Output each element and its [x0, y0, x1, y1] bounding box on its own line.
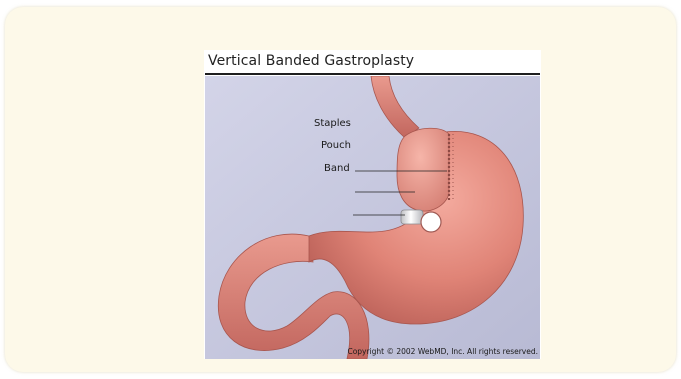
stomach-illustration	[205, 76, 540, 359]
diagram-title: Vertical Banded Gastroplasty	[208, 53, 414, 69]
label-band: Band	[324, 163, 350, 174]
gastric-band	[401, 210, 423, 224]
label-pouch: Pouch	[321, 140, 351, 151]
content-card: Vertical Banded Gastroplasty	[5, 7, 676, 372]
stomach-pouch	[397, 128, 449, 211]
title-divider	[205, 73, 540, 75]
diagram-figure: Vertical Banded Gastroplasty	[204, 50, 541, 359]
stoma-window	[421, 212, 441, 232]
copyright-notice: Copyright © 2002 WebMD, Inc. All rights …	[347, 347, 538, 356]
label-staples: Staples	[314, 118, 351, 129]
